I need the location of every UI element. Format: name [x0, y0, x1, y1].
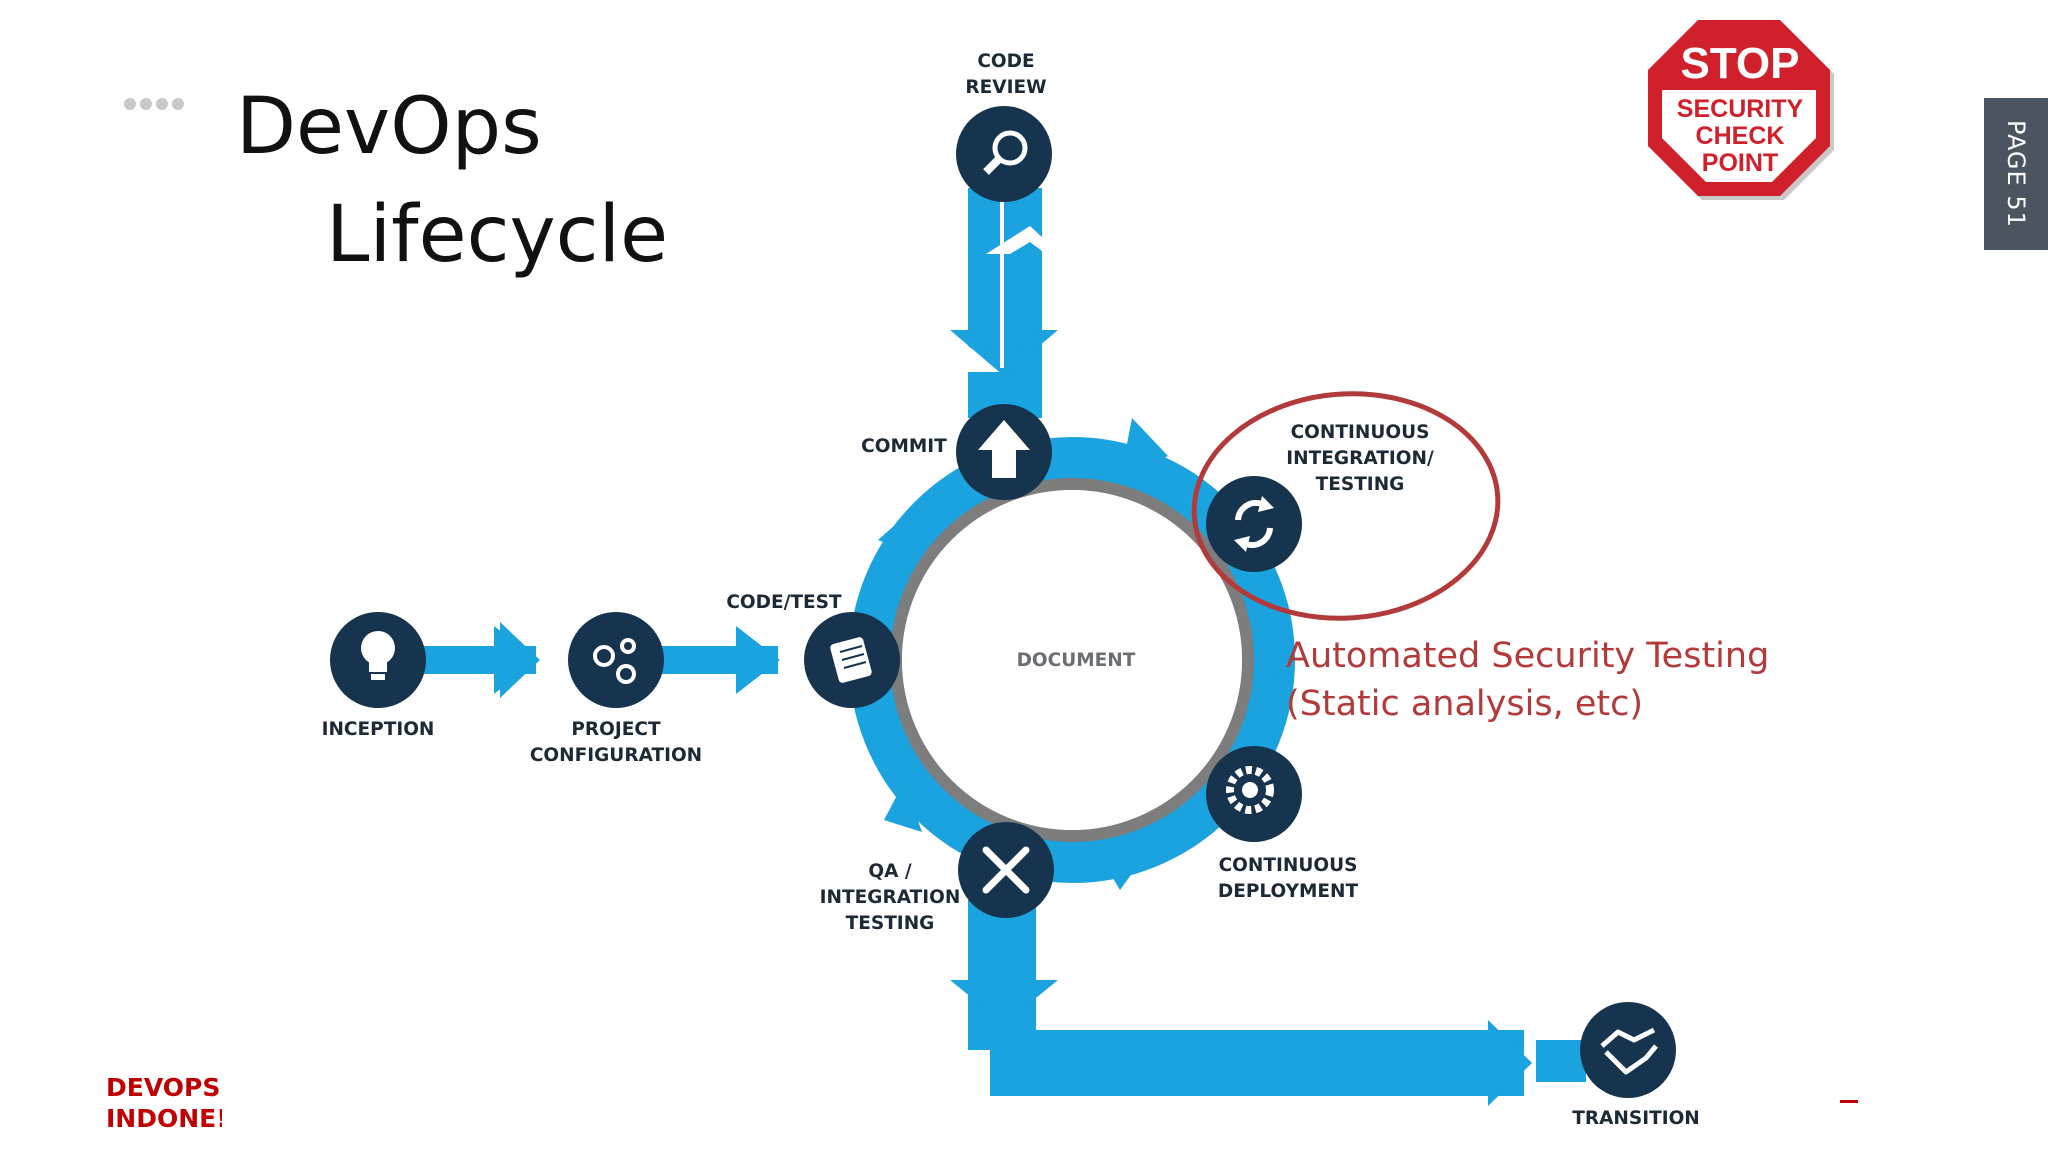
node-transition: [1580, 1002, 1676, 1098]
wrench-screwdriver-icon: [982, 846, 1030, 894]
lightbulb-icon: [361, 631, 395, 680]
footer-dash: [1840, 1100, 1858, 1103]
label-code-review-1: CODE: [977, 51, 1034, 72]
sync-icon: [1235, 499, 1273, 549]
node-commit: [956, 404, 1052, 500]
label-ci-2: INTEGRATION/: [1286, 448, 1434, 469]
home-arrow-icon: [978, 420, 1030, 478]
highlight-ellipse: [1191, 391, 1501, 621]
node-continuous-integration: [1206, 476, 1302, 572]
node-project-configuration: [568, 612, 664, 708]
slide-title-line2: Lifecycle: [326, 190, 669, 280]
label-project-configuration-2: CONFIGURATION: [530, 745, 702, 766]
gears-icon: [593, 638, 636, 684]
scroll-icon: [830, 637, 872, 683]
brand-line1: DEVOPS: [106, 1073, 221, 1102]
center-label: DOCUMENT: [1017, 650, 1136, 671]
label-ci-1: CONTINUOUS: [1291, 422, 1430, 443]
stop-line1: SECURITY: [1677, 95, 1804, 123]
slide-dots: [124, 98, 184, 110]
brand-text: DEVOPS INDONE!: [106, 1072, 222, 1134]
label-commit: COMMIT: [861, 436, 947, 457]
magnifier-icon: [983, 130, 1028, 175]
node-inception: [330, 612, 426, 708]
label-qa-2: INTEGRATION: [820, 887, 961, 908]
node-continuous-deployment: [1206, 746, 1302, 842]
brand-line2: INDONE!: [106, 1104, 222, 1133]
stop-line3: POINT: [1702, 149, 1778, 177]
handshake-icon: [1600, 1027, 1658, 1075]
label-transition: TRANSITION: [1572, 1108, 1700, 1129]
label-code-test: CODE/TEST: [726, 592, 842, 613]
label-ci-3: TESTING: [1316, 474, 1405, 495]
label-cd-1: CONTINUOUS: [1219, 855, 1358, 876]
flow-arrows: [378, 188, 1586, 1106]
node-qa-integration-testing: [958, 822, 1054, 918]
stop-sign: STOP SECURITY CHECK POINT: [1648, 20, 1834, 200]
label-project-configuration-1: PROJECT: [571, 719, 661, 740]
label-cd-2: DEPLOYMENT: [1218, 881, 1359, 902]
label-qa-1: QA /: [868, 861, 911, 882]
node-code-test: [804, 612, 900, 708]
gear-icon: [1226, 766, 1274, 814]
label-qa-3: TESTING: [846, 913, 935, 934]
label-inception: INCEPTION: [322, 719, 435, 740]
label-code-review-2: REVIEW: [965, 77, 1046, 98]
annotation-line1: Automated Security Testing: [1286, 636, 1769, 676]
stop-line2: CHECK: [1696, 122, 1785, 150]
page-number-label: PAGE 51: [2002, 120, 2030, 228]
annotation-line2: (Static analysis, etc): [1286, 684, 1643, 724]
node-code-review: [956, 106, 1052, 202]
slide-title-line1: DevOps: [236, 82, 542, 172]
stop-word: STOP: [1680, 39, 1799, 88]
page-number-tab: PAGE 51: [1984, 98, 2048, 250]
